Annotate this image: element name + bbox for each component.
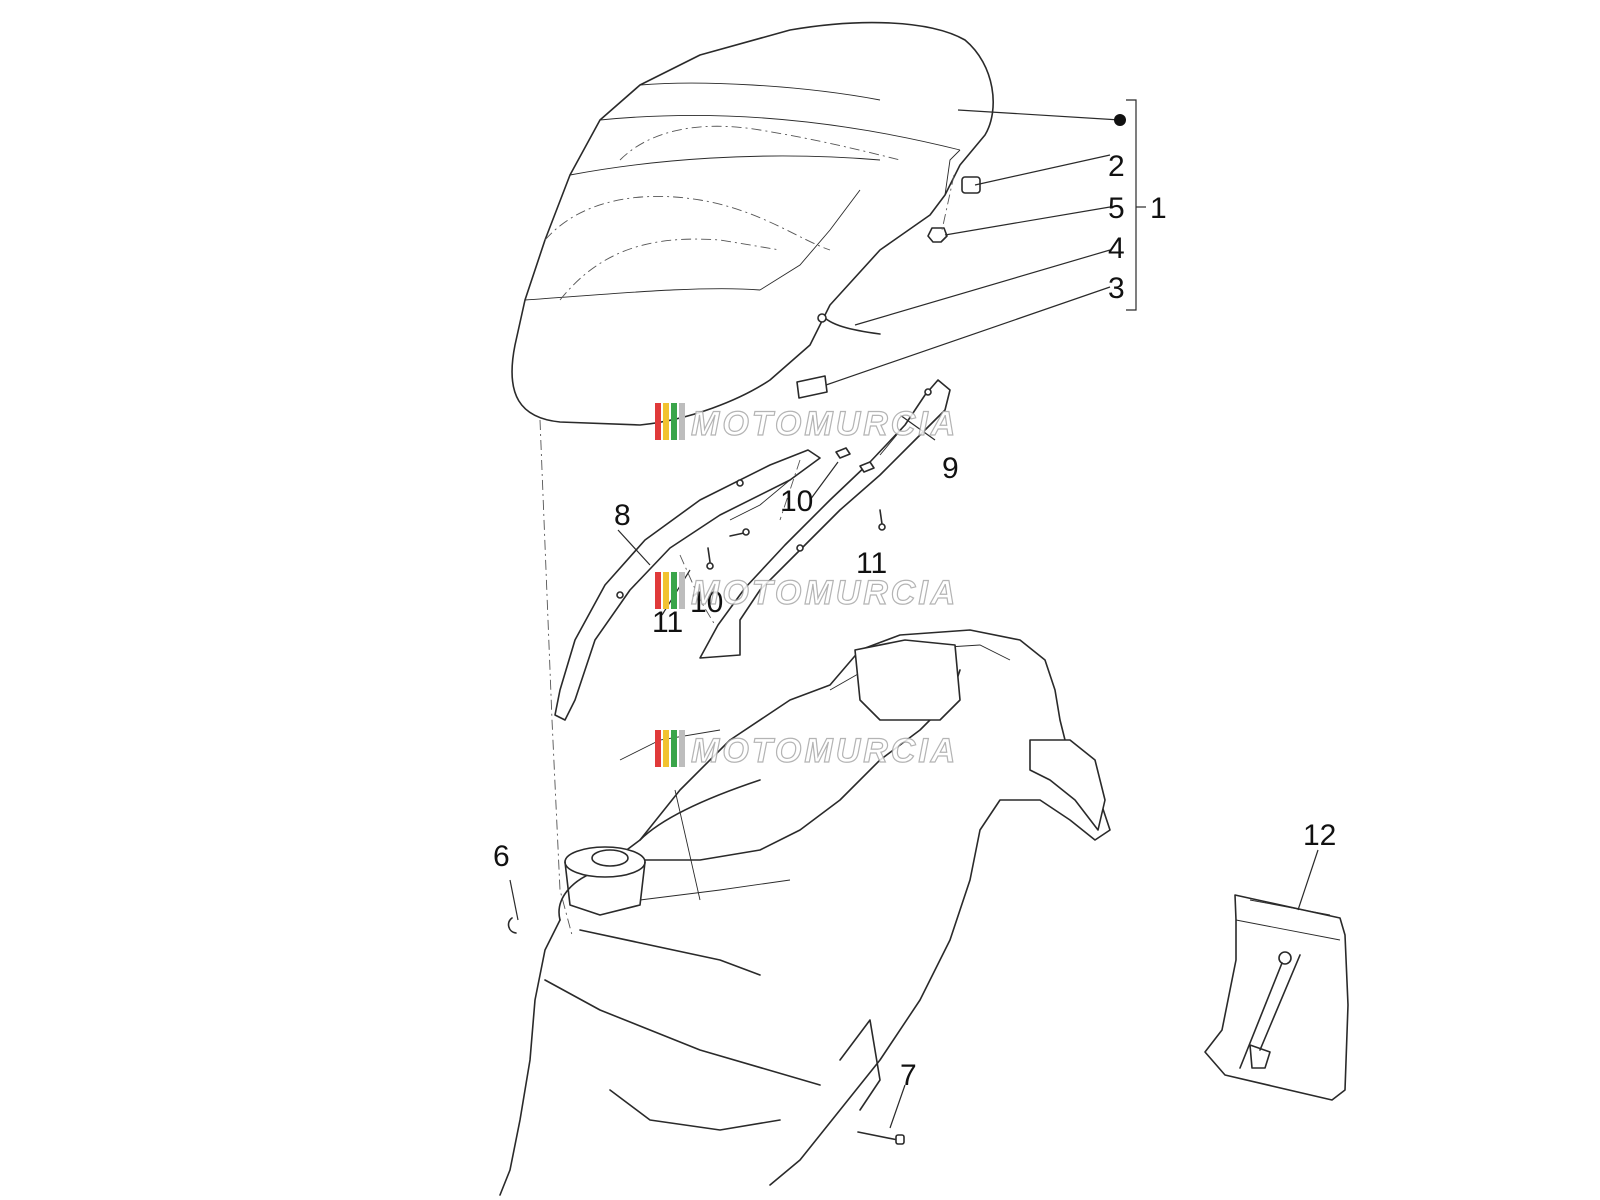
- callout-4: 4: [1108, 232, 1125, 265]
- callout-9: 9: [942, 452, 959, 485]
- dot-marker: [1114, 114, 1126, 126]
- watermark-bottom: MOTOMURCIA: [655, 730, 958, 771]
- svg-text:MOTOMURCIA: MOTOMURCIA: [691, 732, 958, 770]
- callout-10b: 10: [690, 586, 723, 619]
- callout-11a: 11: [856, 547, 887, 580]
- callout-12: 12: [1303, 819, 1336, 852]
- watermark-middle: MOTOMURCIA: [655, 572, 958, 613]
- callout-11b: 11: [652, 606, 683, 639]
- callout-1: 1: [1150, 192, 1167, 225]
- rear-fender: [1029, 739, 1106, 831]
- nut: [927, 227, 948, 243]
- seat: [511, 21, 994, 426]
- callout-6: 6: [493, 840, 510, 873]
- cable: [817, 313, 881, 335]
- callout-10a: 10: [780, 485, 813, 518]
- clip: [507, 917, 517, 934]
- clip: [835, 447, 875, 473]
- svg-text:MOTOMURCIA: MOTOMURCIA: [691, 405, 958, 443]
- callout-7: 7: [900, 1059, 917, 1092]
- tool-kit-bag: [1204, 894, 1349, 1101]
- callout-2: 2: [1108, 150, 1125, 183]
- svg-text:MOTOMURCIA: MOTOMURCIA: [691, 574, 958, 612]
- screw: [706, 509, 886, 570]
- grab-rail-left: [554, 449, 821, 721]
- watermark-top: MOTOMURCIA: [655, 403, 958, 444]
- bolt: [857, 1131, 905, 1145]
- callout-3: 3: [1108, 272, 1125, 305]
- seat-lock-bracket: [796, 375, 828, 399]
- fuel-cap: [564, 846, 646, 916]
- scooter-body: [499, 629, 1111, 1196]
- leader-lines: [509, 99, 1319, 1129]
- callout-8: 8: [614, 499, 631, 532]
- callout-5: 5: [1108, 192, 1125, 225]
- rubber-buffer: [961, 176, 981, 194]
